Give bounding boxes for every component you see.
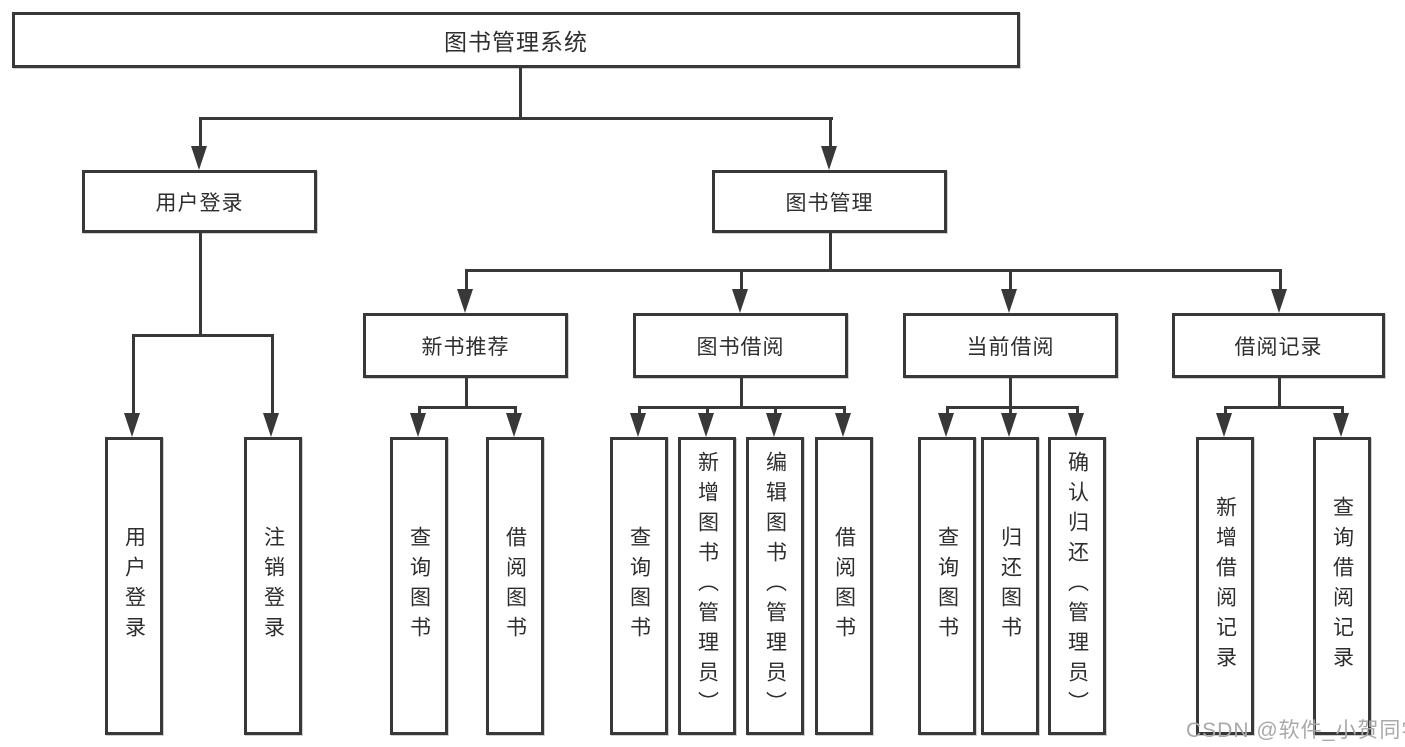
leaf-current-query-book: 查询图书: [918, 437, 976, 735]
arrowhead-down-icon: [630, 413, 646, 437]
arrowhead-down-icon: [1001, 289, 1017, 313]
connector-line: [1341, 406, 1344, 418]
connector-line: [946, 406, 1079, 409]
connector-line: [1278, 378, 1281, 408]
arrowhead-down-icon: [263, 413, 279, 437]
connector-line: [946, 406, 949, 418]
arrowhead-down-icon: [938, 413, 954, 437]
connector-line: [1076, 406, 1079, 418]
connector-line: [843, 406, 846, 418]
connector-line: [1009, 406, 1012, 418]
node-book-management: 图书管理: [712, 170, 947, 233]
arrowhead-down-icon: [457, 289, 473, 313]
leaf-current-return-book: 归还图书: [981, 437, 1039, 735]
leaf-logout: 注销登录: [244, 437, 302, 735]
connector-line: [519, 68, 522, 118]
connector-line: [199, 117, 202, 150]
connector-line: [465, 378, 468, 408]
connector-line: [829, 117, 832, 150]
connector-line: [465, 269, 1282, 272]
leaf-current-confirm-return-admin: 确认归还（管理员）: [1048, 437, 1106, 735]
connector-line: [638, 406, 846, 409]
arrowhead-down-icon: [766, 413, 782, 437]
connector-line: [706, 406, 709, 418]
connector-line: [465, 269, 468, 293]
connector-line: [1009, 269, 1012, 293]
arrowhead-down-icon: [1001, 413, 1017, 437]
arrowhead-down-icon: [124, 413, 140, 437]
node-library-management-system: 图书管理系统: [12, 12, 1020, 68]
arrowhead-down-icon: [1333, 413, 1349, 437]
connector-line: [638, 406, 641, 418]
arrowhead-down-icon: [1216, 413, 1232, 437]
connector-line: [740, 378, 743, 408]
leaf-borrow-edit-book-admin: 编辑图书（管理员）: [746, 437, 804, 735]
leaf-record-add-borrow-log: 新增借阅记录: [1196, 437, 1254, 735]
node-new-book-recommend: 新书推荐: [363, 313, 568, 378]
connector-line: [271, 334, 274, 416]
connector-line: [1224, 406, 1344, 409]
connector-line: [740, 269, 743, 293]
connector-line: [132, 334, 274, 337]
arrowhead-down-icon: [698, 413, 714, 437]
arrowhead-down-icon: [732, 289, 748, 313]
leaf-rec-query-book: 查询图书: [390, 437, 448, 735]
node-book-borrow: 图书借阅: [633, 313, 848, 378]
connector-line: [1009, 378, 1012, 408]
connector-line: [1279, 269, 1282, 293]
watermark: CSDN @软件_小贺同学: [1186, 719, 1405, 742]
connector-line: [829, 233, 832, 271]
node-borrow-record: 借阅记录: [1172, 313, 1385, 378]
arrowhead-down-icon: [410, 413, 426, 437]
leaf-rec-borrow-book: 借阅图书: [486, 437, 544, 735]
arrowhead-down-icon: [1271, 289, 1287, 313]
connector-line: [132, 334, 135, 416]
leaf-record-query-borrow-log: 查询借阅记录: [1313, 437, 1371, 735]
arrowhead-down-icon: [1068, 413, 1084, 437]
arrowhead-down-icon: [506, 413, 522, 437]
leaf-borrow-query-book: 查询图书: [610, 437, 668, 735]
connector-line: [199, 233, 202, 336]
connector-line: [1224, 406, 1227, 418]
leaf-user-login: 用户登录: [105, 437, 163, 735]
arrowhead-down-icon: [821, 146, 837, 170]
connector-line: [514, 406, 517, 418]
arrowhead-down-icon: [191, 146, 207, 170]
connector-line: [774, 406, 777, 418]
leaf-borrow-add-book-admin: 新增图书（管理员）: [678, 437, 736, 735]
connector-line: [418, 406, 517, 409]
connector-line: [418, 406, 421, 418]
node-current-borrow: 当前借阅: [903, 313, 1118, 378]
node-user-login: 用户登录: [82, 170, 317, 233]
leaf-borrow-borrow-book: 借阅图书: [815, 437, 873, 735]
arrowhead-down-icon: [835, 413, 851, 437]
connector-line: [199, 117, 833, 120]
